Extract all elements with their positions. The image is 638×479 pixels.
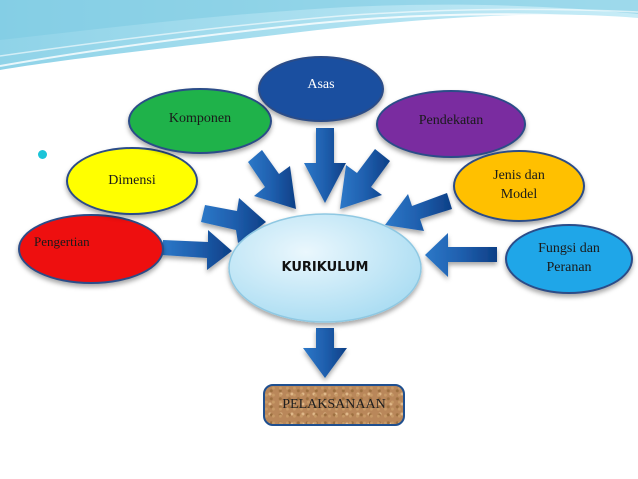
node-fungsi-dan-peranan: Fungsi dan Peranan [505,224,633,294]
node-dimensi: Dimensi [66,147,198,215]
arrow-asas [304,128,346,203]
arrow-jenis [385,193,452,231]
arrow-pendekatan [340,149,390,209]
arrow-dimensi [201,198,266,243]
node-pendekatan-label: Pendekatan [418,112,484,128]
node-pengertian: Pengertian [18,214,164,284]
fungsi-line-1: Fungsi dan [538,241,600,257]
node-pelaksanaan: PELAKSANAAN [263,384,405,426]
jenis-line-2: Model [500,187,538,202]
node-jenis-dan-model-label: Jenis dan Model [455,167,583,205]
node-pengertian-label: Pengertian [34,234,90,250]
fungsi-line-2: Peranan [546,260,592,275]
arrow-down [303,328,347,378]
arrows [162,128,497,378]
node-pendekatan: Pendekatan [376,90,526,158]
arrow-pengertian [162,230,232,270]
jenis-line-1: Jenis dan [493,168,545,184]
arrow-komponen [248,150,296,209]
center-label: KURIKULUM [281,260,369,276]
node-asas: Asas [258,56,384,122]
node-dimensi-label: Dimensi [108,172,156,188]
node-asas-label: Asas [307,76,335,92]
node-komponen-label: Komponen [168,110,232,126]
node-komponen: Komponen [128,88,272,154]
node-fungsi-dan-peranan-label: Fungsi dan Peranan [507,240,631,278]
arrow-fungsi [425,233,497,277]
bullet-dot [38,150,47,159]
center-ellipse [228,213,422,323]
node-pelaksanaan-label: PELAKSANAAN [282,397,386,412]
center-node: KURIKULUM [229,214,421,322]
node-jenis-dan-model: Jenis dan Model [453,150,585,222]
